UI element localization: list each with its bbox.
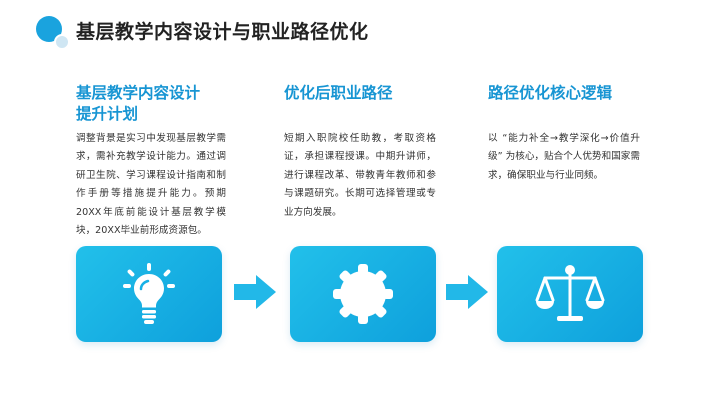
lightbulb-icon xyxy=(123,263,175,324)
balance-scale-icon xyxy=(535,265,605,321)
column-3-title-wrap: 路径优化核心逻辑 xyxy=(488,82,648,103)
arrow-right-icon-1 xyxy=(234,275,276,309)
column-3-title: 路径优化核心逻辑 xyxy=(488,83,613,102)
lightbulb-card xyxy=(76,246,222,342)
gear-icon xyxy=(333,264,393,324)
column-1-title-wrap: 基层教学内容设计提升计划 xyxy=(76,82,214,124)
column-2-title-wrap: 优化后职业路径 xyxy=(284,82,434,103)
column-1-body: 调整背景是实习中发现基层教学需求，需补充教学设计能力。通过调研卫生院、学习课程设… xyxy=(76,133,226,237)
column-3-body: 以 “能力补全→教学深化→价值升级” 为核心，贴合个人优势和国家需求，确保职业与… xyxy=(488,133,640,181)
arrow-right-icon-2 xyxy=(446,275,488,309)
page-title: 基层教学内容设计与职业路径优化 xyxy=(76,21,369,43)
balance-card xyxy=(497,246,643,342)
logo xyxy=(36,16,70,50)
column-2-title: 优化后职业路径 xyxy=(284,83,393,102)
gear-card xyxy=(290,246,436,342)
column-2-body: 短期入职院校任助教，考取资格证，承担课程授课。中期升讲师，进行课程改革、带教青年… xyxy=(284,133,436,218)
column-1-title: 基层教学内容设计提升计划 xyxy=(76,83,201,123)
